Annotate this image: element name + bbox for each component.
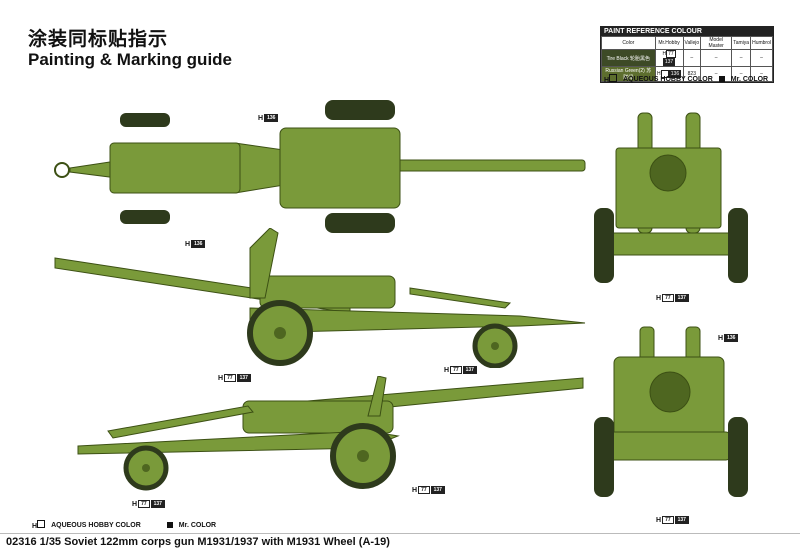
front-view-illustration [594,112,748,283]
col-mrhobby: Mr.Hobby [654,36,684,50]
mr-color-square-icon [166,522,173,528]
mr-color-square-icon [718,76,725,82]
rear-view-illustration [594,326,748,497]
color-swatch-russian-green: Russian Green(2) 苏联绿 [601,66,656,82]
top-view-illustration [54,100,586,233]
paint-legend: H AQUEOUS HOBBY COLOR Mr. COLOR [604,74,769,84]
color-swatch-tire-black: Tire Black 轮胎黑色 [601,49,656,67]
page-title: Painting & Marking guide [28,50,233,69]
paint-table-heading: PAINT REFERENCE COLOUR [601,27,773,36]
col-humbrol: Humbrol [750,36,773,50]
aqueous-square-icon [609,74,618,82]
col-vallejo: Vallejo [682,36,702,50]
col-tamiya: Tamiya [731,36,752,50]
side-view-upper-illustration [54,228,586,368]
side-view-lower-illustration [77,376,584,491]
table-row: Russian Green(2) 苏联绿 H 136 823 – – – [601,66,773,82]
aqueous-square-icon [37,520,46,528]
footer-caption: 02316 1/35 Soviet 122mm corps gun M1931/… [6,536,390,548]
page-title-cn: 涂装同标贴指示 [28,28,169,50]
footer-divider [0,533,800,534]
col-color: Color [601,36,656,50]
col-modelmaster: Model Master [700,36,733,50]
bottom-legend: H AQUEOUS HOBBY COLOR Mr. COLOR [32,520,217,530]
paint-reference-table: PAINT REFERENCE COLOUR Color Mr.Hobby Va… [600,26,774,83]
